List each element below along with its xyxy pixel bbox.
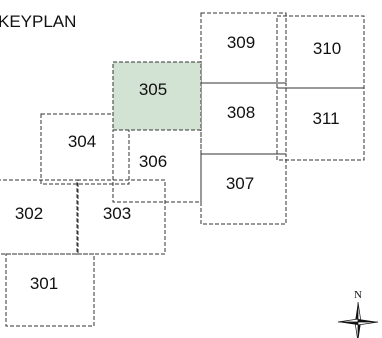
sheet-311-label: 311 — [312, 109, 339, 128]
sheet-303-label: 303 — [103, 204, 131, 223]
sheet-311-outline — [276, 87, 365, 161]
north-arrow: N — [337, 289, 379, 338]
sheet-301-label: 301 — [30, 274, 58, 293]
sheet-308[interactable]: 308 — [200, 82, 287, 155]
sheet-305-label: 305 — [139, 80, 167, 99]
sheet-310-label: 310 — [313, 39, 341, 58]
keyplan-title: KEYPLAN — [0, 12, 76, 31]
north-label: N — [354, 289, 362, 301]
sheet-304[interactable]: 304 — [40, 113, 130, 185]
sheet-302-outline — [0, 179, 79, 255]
sheet-301[interactable]: 301 — [5, 253, 95, 327]
sheet-305-highlight — [112, 61, 202, 131]
sheet-306[interactable]: 306 — [112, 129, 202, 203]
sheet-311[interactable]: 311 — [276, 87, 365, 161]
sheet-308-label: 308 — [227, 103, 255, 122]
sheet-309-label: 309 — [227, 33, 255, 52]
sheet-306-label: 306 — [139, 152, 167, 171]
sheet-309[interactable]: 309 — [200, 12, 287, 84]
sheet-310[interactable]: 310 — [276, 15, 365, 89]
sheet-303-outline — [76, 179, 166, 255]
sheet-307-label: 307 — [226, 174, 254, 193]
sheet-304-label: 304 — [68, 132, 96, 151]
sheet-302[interactable]: 302 — [0, 179, 79, 255]
north-arrow-icon — [337, 301, 379, 338]
sheet-304-outline — [40, 113, 130, 185]
sheet-307[interactable]: 307 — [200, 153, 287, 225]
sheet-310-outline — [276, 15, 365, 89]
sheet-309-outline — [200, 12, 287, 84]
sheet-303[interactable]: 303 — [76, 179, 166, 255]
sheet-302-label: 302 — [15, 204, 43, 223]
sheet-305[interactable]: 305 — [112, 61, 202, 131]
